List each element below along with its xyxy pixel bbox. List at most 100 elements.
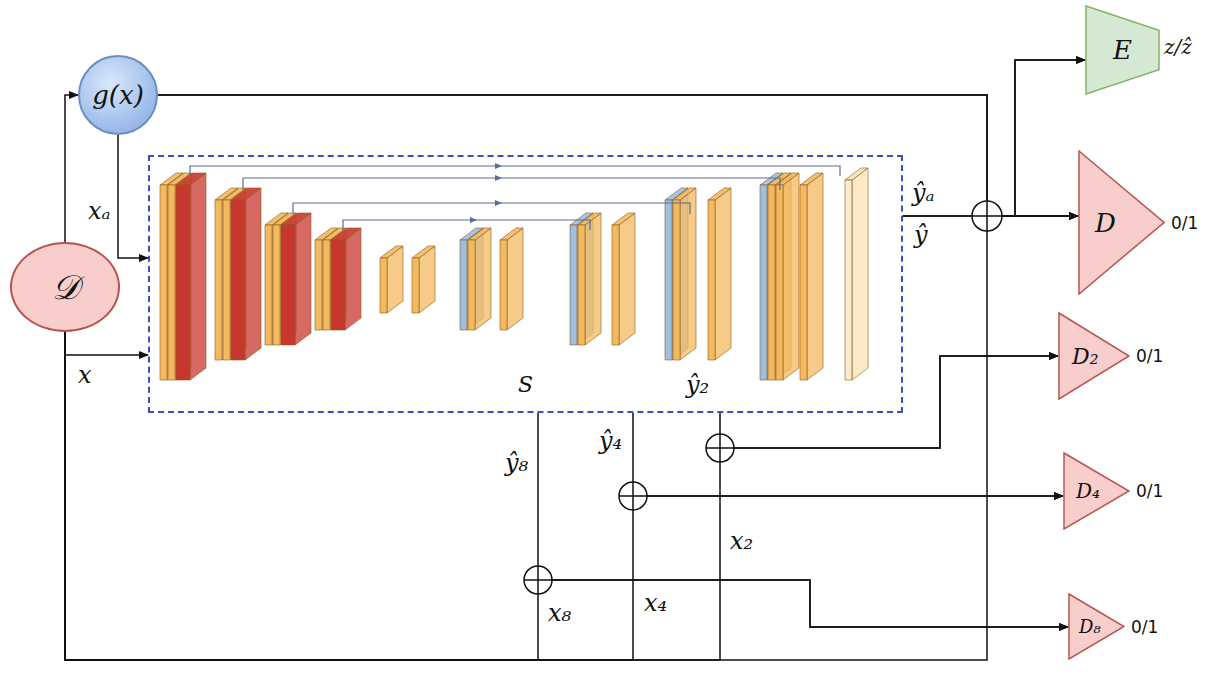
feature-slab: [281, 225, 295, 345]
feature-slab: [570, 225, 577, 345]
connector: [65, 95, 78, 242]
signal-label: x: [76, 362, 94, 390]
feature-slab: [281, 213, 311, 225]
feature-slab: [231, 200, 245, 360]
feature-slab: [265, 225, 272, 345]
feature-slab: [500, 240, 507, 330]
connector: [720, 356, 1058, 448]
feature-slab: [280, 213, 296, 345]
triangle-outline: [1078, 150, 1165, 295]
node-label: g(x): [92, 80, 144, 110]
node-label: D: [1095, 208, 1116, 238]
connector: [118, 135, 148, 258]
output-label: 0/1: [1131, 617, 1158, 637]
feature-slab: [475, 228, 491, 330]
node-label: S: [518, 372, 533, 397]
connector: [538, 413, 1068, 627]
feature-slab: [500, 228, 523, 240]
feature-slab: [585, 213, 601, 345]
feature-slab: [468, 228, 491, 240]
feature-slab: [612, 225, 619, 345]
output-symbol: ŷₐ: [910, 180, 937, 208]
dataset-ellipse: 𝒟: [10, 242, 120, 332]
feature-slab: [175, 173, 191, 380]
feature-slab: [807, 173, 823, 380]
feature-slab: [776, 185, 783, 380]
feature-slab: [578, 225, 585, 345]
feature-slab: [845, 168, 868, 180]
feature-slab: [176, 185, 190, 380]
discriminator: D₂0/1: [1058, 312, 1130, 400]
feature-slab: [852, 168, 868, 380]
signal-label: ŷ₄: [597, 428, 624, 456]
feature-slab: [800, 173, 823, 185]
feature-slab: [619, 213, 635, 345]
signal-label: xₐ: [86, 198, 113, 226]
feature-slab: [345, 228, 361, 330]
feature-slab: [768, 185, 775, 380]
output-label: 0/1: [1171, 213, 1198, 233]
connector: [903, 60, 1085, 216]
node-label: 𝒟: [52, 267, 79, 308]
feature-slab: [380, 258, 387, 313]
feature-slab: [845, 180, 852, 380]
connector: [65, 332, 1063, 660]
feature-slab: [783, 173, 799, 380]
feature-slab: [673, 188, 696, 200]
signal-label: ŷ₂: [684, 372, 711, 400]
feature-slab: [331, 240, 345, 330]
feature-slab: [330, 228, 346, 330]
feature-slab: [460, 240, 467, 330]
encoder-trapezoid: Ez/ẑ: [1085, 5, 1160, 95]
feature-slab: [612, 213, 635, 225]
feature-slab: [680, 188, 696, 360]
generator-circle: g(x): [78, 55, 158, 135]
feature-slab: [273, 225, 280, 345]
discriminator: D₈0/1: [1068, 593, 1125, 660]
discriminator: D0/1: [1078, 150, 1165, 295]
feature-slab: [800, 185, 807, 380]
output-label: 0/1: [1136, 346, 1163, 366]
feature-slab: [230, 188, 246, 360]
node-label: D₄: [1076, 479, 1100, 503]
feature-slab: [468, 240, 475, 330]
node-label: E: [1113, 35, 1132, 65]
connector: [65, 332, 1068, 660]
feature-slab: [412, 246, 435, 258]
feature-slab: [223, 200, 230, 360]
feature-slab: [331, 228, 361, 240]
node-label: D₈: [1079, 616, 1101, 637]
discriminator: D₄0/1: [1063, 452, 1130, 530]
connector: [158, 60, 1085, 216]
signal-label: x₄: [642, 590, 669, 618]
feature-slab: [190, 173, 206, 380]
feature-slab: [295, 213, 311, 345]
feature-slab: [507, 228, 523, 330]
signal-label: x₂: [728, 528, 755, 556]
output-symbol: ŷ: [912, 222, 930, 250]
signal-label: ŷ₈: [503, 450, 530, 478]
feature-slab: [760, 185, 767, 380]
signal-label: x₈: [546, 600, 573, 628]
feature-slab: [708, 188, 731, 200]
feature-slab: [245, 188, 261, 360]
output-label: 0/1: [1136, 481, 1163, 501]
connector: [633, 413, 1063, 496]
output-label: z/ẑ: [1164, 35, 1192, 59]
feature-slab: [767, 173, 783, 380]
feature-slab: [673, 200, 680, 360]
feature-slab: [708, 200, 715, 360]
feature-slab: [160, 185, 167, 380]
connector: [65, 216, 1078, 660]
feature-slab: [315, 240, 322, 330]
node-label: D₂: [1072, 344, 1098, 369]
feature-slab: [168, 185, 175, 380]
segmenter-box: S: [148, 155, 903, 413]
feature-slab: [231, 188, 261, 200]
feature-slab: [715, 188, 731, 360]
feature-slab: [380, 246, 403, 258]
feature-slab: [323, 240, 330, 330]
